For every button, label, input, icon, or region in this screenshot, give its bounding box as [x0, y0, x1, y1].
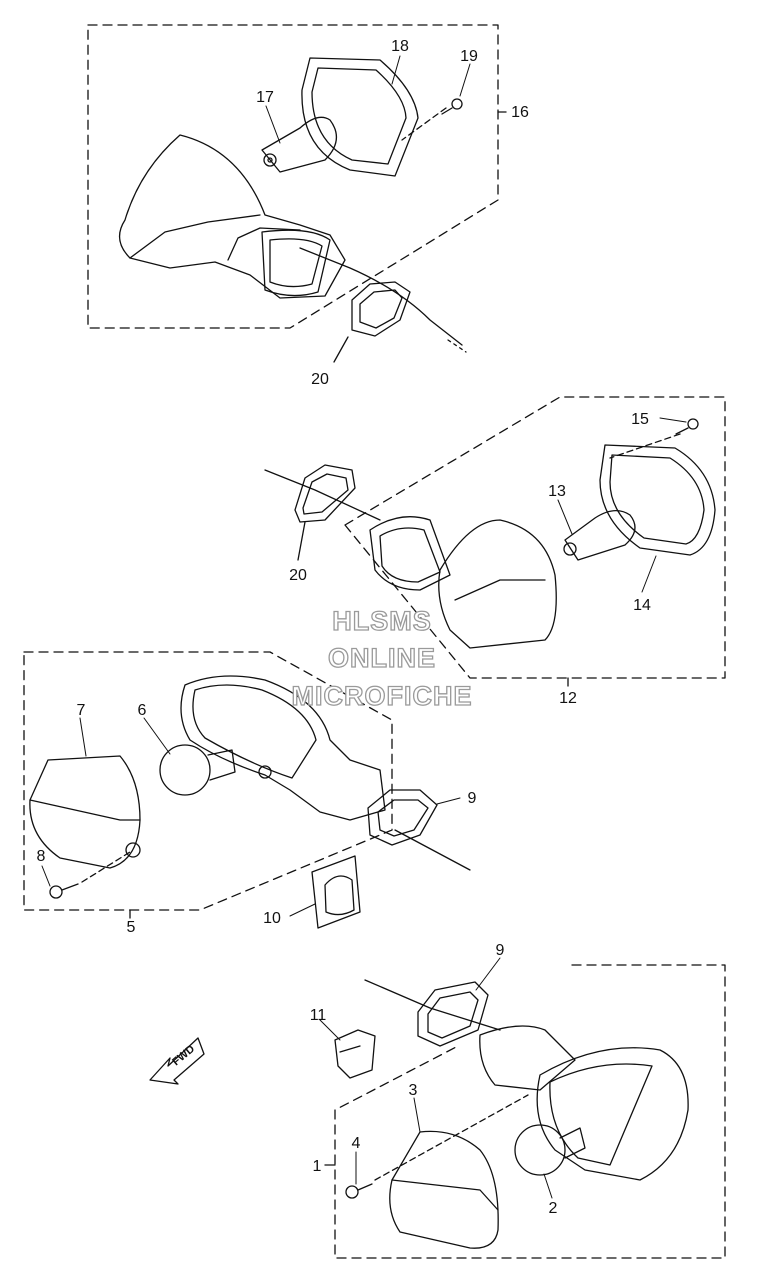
bulb-6 — [159, 744, 236, 796]
lens-7 — [29, 755, 141, 869]
assembly-12-boundary — [344, 396, 726, 679]
lens-14 — [599, 444, 716, 556]
grommet-20-upper — [351, 281, 411, 337]
screw-4 — [345, 1183, 373, 1199]
callout-12: 12 — [559, 690, 577, 707]
wire-16 — [299, 247, 463, 346]
watermark: HLSMS ONLINE MICROFICHE — [291, 605, 473, 711]
callout-4: 4 — [352, 1135, 361, 1152]
clip-11 — [334, 1029, 376, 1079]
housing-1 — [479, 1025, 689, 1181]
lens-3 — [389, 1130, 499, 1249]
assembly-5-boundary — [23, 651, 393, 911]
watermark-line-1: HLSMS — [332, 606, 432, 636]
callout-5: 5 — [127, 919, 136, 936]
screw-8 — [49, 883, 79, 899]
screw-19 — [441, 98, 463, 115]
callout-15: 15 — [631, 411, 649, 428]
callout-19: 19 — [460, 48, 478, 65]
clamp-10 — [311, 855, 361, 929]
bulb-13 — [563, 510, 636, 561]
bulb-2 — [514, 1124, 586, 1176]
socket-9-upper — [367, 789, 438, 846]
wire-5 — [394, 829, 471, 871]
callout-18: 18 — [391, 38, 409, 55]
fwd-label: FWD — [170, 1043, 197, 1068]
bulb-17 — [261, 116, 337, 173]
callout-6: 6 — [138, 702, 147, 719]
forward-arrow-icon — [149, 1037, 205, 1085]
callout-1: 1 — [313, 1158, 322, 1175]
callout-9-upper: 9 — [468, 790, 477, 807]
housing-5 — [180, 675, 386, 821]
assembly-16-boundary — [87, 24, 499, 329]
callout-14: 14 — [633, 597, 651, 614]
socket-9-lower — [417, 981, 489, 1047]
screw-15 — [675, 418, 699, 435]
callout-2: 2 — [549, 1200, 558, 1217]
callout-16: 16 — [511, 104, 529, 121]
wire-1 — [364, 979, 501, 1031]
callout-20-upper: 20 — [311, 371, 329, 388]
assembly-1-boundary — [334, 964, 726, 1259]
callout-9-lower: 9 — [496, 942, 505, 959]
housing-16 — [118, 134, 346, 299]
callout-20-middle: 20 — [289, 567, 307, 584]
callout-17: 17 — [256, 89, 274, 106]
callout-7: 7 — [77, 702, 86, 719]
watermark-line-2: ONLINE — [328, 643, 436, 673]
callout-3: 3 — [409, 1082, 418, 1099]
wire-12 — [264, 469, 381, 521]
callout-11: 11 — [310, 1007, 327, 1024]
leader-lines — [41, 55, 687, 1199]
callout-13: 13 — [548, 483, 566, 500]
lens-18 — [301, 57, 419, 177]
callouts: 18 19 17 16 20 15 13 20 14 12 7 6 9 8 10… — [37, 38, 651, 1217]
housing-12 — [369, 516, 557, 649]
callout-10: 10 — [263, 910, 281, 927]
grommet-20-middle — [294, 464, 356, 523]
callout-8: 8 — [37, 848, 46, 865]
watermark-line-3: MICROFICHE — [292, 681, 473, 711]
